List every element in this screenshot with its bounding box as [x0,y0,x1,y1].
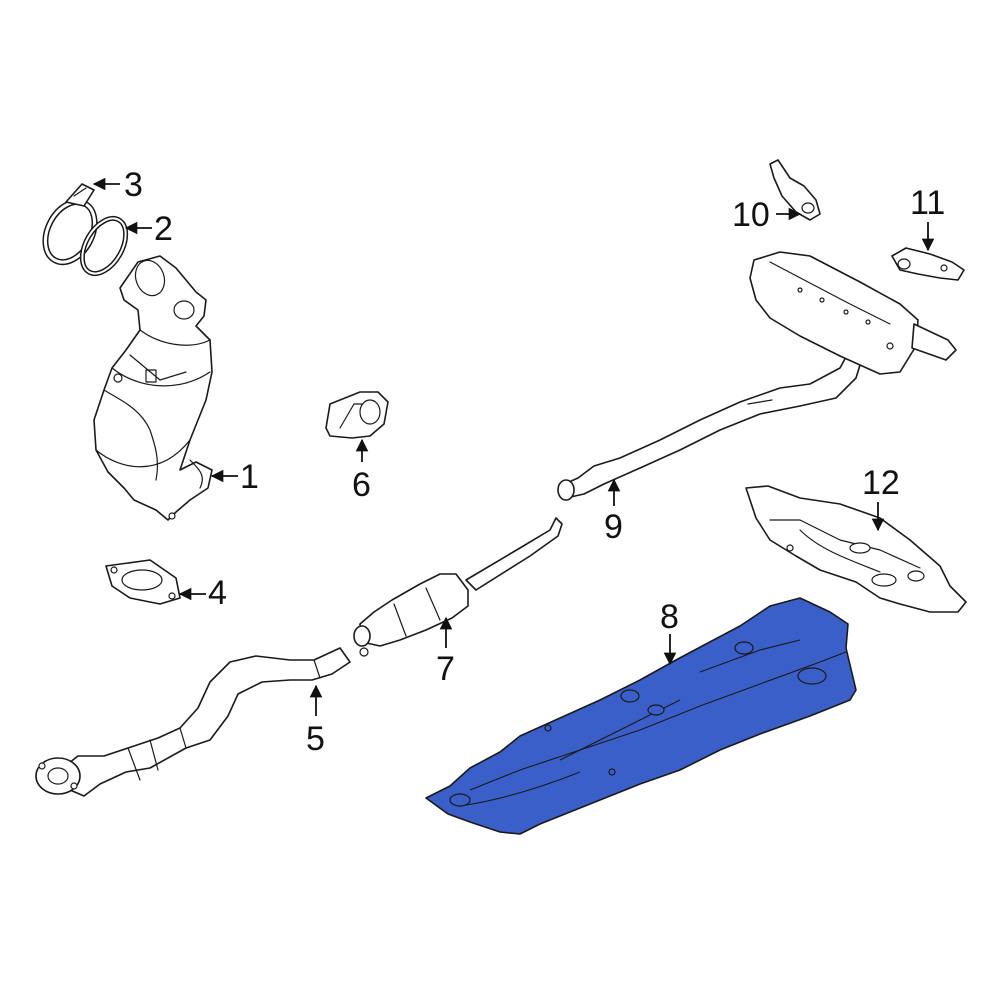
callout-label-8: 8 [660,598,679,636]
part-9-muffler[interactable] [749,251,957,375]
callout-label-5: 5 [306,720,325,758]
callout-3: 3 [92,166,143,204]
part-10-bracket[interactable] [769,159,821,221]
callout-11: 11 [910,184,945,252]
callout-label-11: 11 [910,184,945,222]
callout-6: 6 [352,438,371,504]
callout-label-4: 4 [208,574,227,612]
callout-7: 7 [436,616,455,688]
part-8-heat-shield-highlighted[interactable] [425,597,857,835]
callout-label-9: 9 [604,508,623,546]
callout-label-2: 2 [154,210,173,248]
callout-label-7: 7 [436,650,455,688]
callout-label-10: 10 [732,196,770,234]
part-5-front-pipe[interactable] [35,647,351,797]
callout-label-12: 12 [862,464,900,502]
callout-4: 4 [178,574,227,612]
callout-8: 8 [660,598,679,666]
callout-2: 2 [124,210,173,248]
callout-5: 5 [306,684,325,758]
callout-label-6: 6 [352,466,371,504]
part-12-heat-shield[interactable] [745,485,967,613]
callout-1: 1 [210,458,259,496]
part-7-resonator[interactable] [353,517,563,657]
part-2-gasket-ring[interactable] [73,211,134,281]
part-9-rear-pipe[interactable] [557,345,865,501]
callout-12: 12 [862,464,900,532]
callout-label-3: 3 [124,166,143,204]
part-6-hanger-bracket[interactable] [325,391,389,439]
part-11-hanger[interactable] [891,247,965,281]
callout-9: 9 [604,478,623,546]
callout-label-1: 1 [240,458,259,496]
part-4-flange-gasket[interactable] [105,559,181,605]
part-1-catalytic-converter[interactable] [93,255,213,521]
callout-10: 10 [732,196,802,234]
